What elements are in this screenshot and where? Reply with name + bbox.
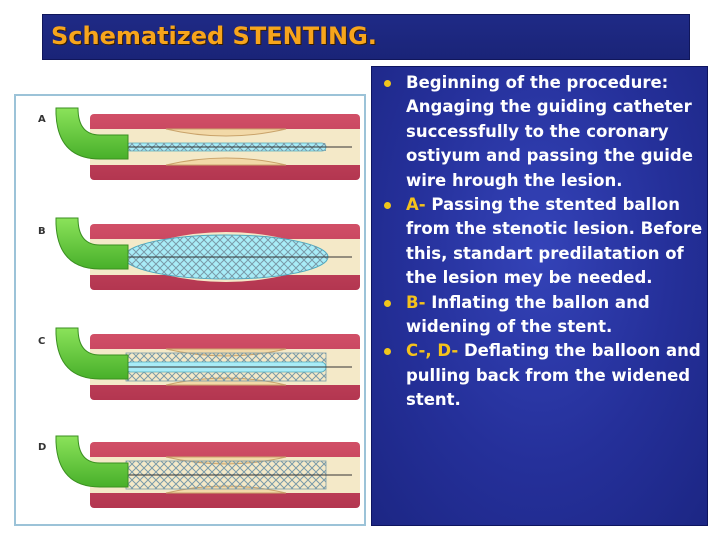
vessel-panel-d	[55, 435, 360, 508]
title-bar: Schematized STENTING.	[42, 14, 690, 60]
bullet-item-3: B- Inflating the ballon and widening of …	[372, 291, 707, 340]
bullet-icon	[384, 202, 391, 210]
plaque-top	[165, 128, 287, 137]
panel-label-a: A	[38, 114, 46, 125]
stenting-diagram: A B C D	[14, 94, 366, 526]
bullet-icon	[384, 348, 391, 356]
bullet-text: Beginning of the procedure: Angaging the…	[406, 73, 693, 190]
guiding-catheter	[55, 107, 129, 160]
plaque-bottom	[165, 157, 287, 166]
description-panel: Beginning of the procedure: Angaging the…	[371, 66, 708, 526]
bullet-item-2: A- Passing the stented ballon from the s…	[372, 193, 707, 291]
bullet-text: Passing the stented ballon from the sten…	[406, 195, 703, 288]
panel-label-c: C	[38, 336, 46, 347]
bullet-item-4: C-, D- Deflating the balloon and pulling…	[372, 339, 707, 412]
guiding-catheter	[55, 217, 129, 270]
panel-label-d: D	[38, 442, 47, 453]
bullet-prefix: B-	[406, 292, 426, 312]
vessel-panel-a	[55, 107, 360, 180]
guiding-catheter	[55, 327, 129, 380]
guiding-catheter	[55, 435, 129, 488]
slide-title: Schematized STENTING.	[51, 22, 377, 50]
bullet-icon	[384, 80, 391, 87]
bullet-prefix: C-, D-	[406, 341, 459, 361]
bullet-icon	[384, 299, 391, 307]
bullet-item-1: Beginning of the procedure: Angaging the…	[372, 71, 707, 193]
bullet-text: Inflating the ballon and widening of the…	[406, 292, 650, 337]
bullet-list: Beginning of the procedure: Angaging the…	[372, 71, 707, 413]
vessel-panel-c	[55, 327, 360, 400]
vessel-panel-b	[55, 217, 360, 290]
bullet-prefix: A-	[406, 195, 426, 215]
panel-label-b: B	[38, 226, 46, 237]
bullet-text: Deflating the balloon and pulling back f…	[406, 341, 701, 410]
stenting-diagram-svg	[55, 107, 360, 508]
